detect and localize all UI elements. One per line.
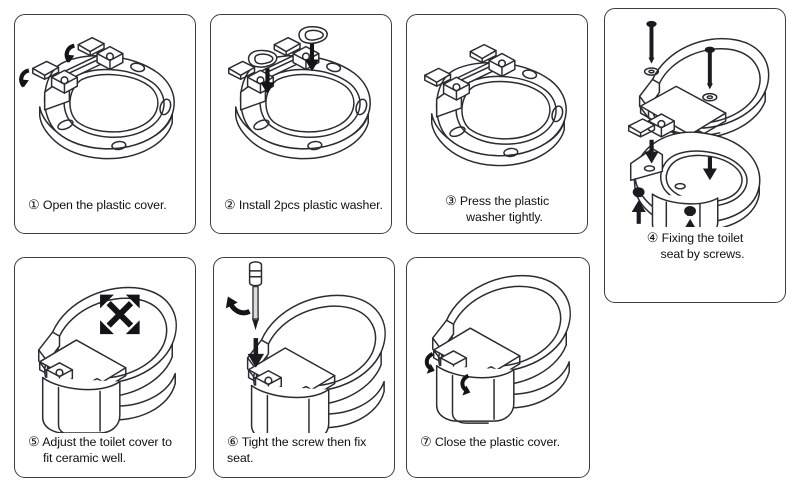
step-panel-4: ④ Fixing the toilet seat by screws. [604,8,786,303]
step-number-7: ⑦ [420,434,432,449]
curved-arrow-icon [424,352,470,394]
down-arrow-icon [260,43,319,95]
caption-step-5: ⑤ Adjust the toilet cover to fit ceramic… [15,434,195,466]
caption-step-7: ⑦ Close the plastic cover. [407,434,589,451]
screw-icon [704,46,715,90]
step-panel-5: ⑤ Adjust the toilet cover to fit ceramic… [14,257,196,478]
plastic-washer-icon [247,49,278,68]
step-text-1: Open the plastic cover. [42,198,167,212]
washer-icon [643,67,718,102]
nut-icon [684,206,696,216]
step-text-5-line2: fit ceramic well. [43,450,126,465]
step-number-3: ③ [444,193,457,208]
figure-toilet-with-seat-adjust [37,286,177,433]
step-panel-2: ② Install 2pcs plastic washer. [210,14,392,234]
step-panel-7: ⑦ Close the plastic cover. [406,257,590,478]
four-way-adjust-arrow-icon [100,294,140,335]
down-arrow-icon [247,338,265,368]
caption-step-4: ④ Fixing the toilet seat by screws. [605,230,785,262]
figure-seat-ring-with-washers [228,25,371,160]
caption-step-3: ③ Press the plastic washer tightly. [407,193,587,225]
caption-step-1: ① Open the plastic cover. [15,197,195,214]
step-number-1: ① [28,197,40,212]
figure-seat-above-bowl-with-screws [627,20,770,227]
step-panel-6: ⑥ Tight the screw then fix seat. [213,257,395,478]
step-text-2: Install 2pcs plastic washer. [238,198,383,212]
step-number-5: ⑤ [28,434,40,449]
figure-seat-ring-with-open-covers [18,36,175,160]
screw-icon [646,20,657,64]
step-text-6: Tight the screw then fix seat. [227,435,367,465]
step-panel-3: ③ Press the plastic washer tightly. [406,14,588,234]
nut-icon [632,187,645,198]
step-text-4-line2: seat by screws. [660,246,745,261]
step-text-3-line2: washer tightly. [466,209,543,224]
figure-toilet-with-closed-covers [424,274,571,424]
step-number-6: ⑥ [227,434,239,449]
up-arrow-icon [631,200,695,227]
caption-step-2: ② Install 2pcs plastic washer. [211,197,391,214]
curved-arrow-head-icon [426,363,471,396]
down-arrow-icon [644,139,717,181]
curved-arrow-icon [19,43,76,88]
mounting-hole [643,165,656,172]
step-number-2: ② [224,197,236,212]
step-number-4: ④ [646,230,659,245]
plastic-washer-icon [298,25,328,45]
caption-step-6: ⑥ Tight the screw then fix seat. [214,434,394,466]
step-panel-1: ① Open the plastic cover. [14,14,196,234]
figure-toilet-with-screwdriver [225,261,386,433]
step-text-4: Fixing the toilet [661,231,744,245]
mounting-hole [674,182,686,190]
step-text-3: Press the plastic [459,194,550,208]
curved-arrow-head-icon [18,54,75,88]
screwdriver-icon [248,261,263,331]
figure-seat-ring-washers-seated [424,43,567,167]
step-text-7: Close the plastic cover. [434,435,560,449]
step-text-5: Adjust the toilet cover to [42,435,172,449]
rotate-arrow-icon [225,296,251,316]
